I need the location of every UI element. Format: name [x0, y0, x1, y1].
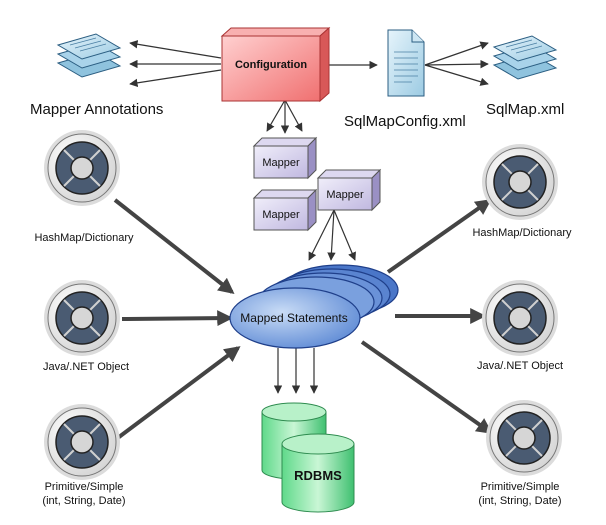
configuration-box: Configuration	[220, 26, 331, 103]
input-object-label: Java/.NET Object	[43, 361, 129, 373]
sqlmapconfig-icon	[387, 29, 425, 97]
input-primitive-label-2: (int, String, Date)	[42, 495, 125, 507]
output-primitive-label-1: Primitive/Simple	[481, 481, 560, 493]
mapper-cube-3: Mapper	[252, 188, 318, 232]
config-connectors	[129, 40, 489, 394]
mapped-statements-label: Mapped Statements	[240, 311, 347, 325]
output-primitive-icon	[486, 400, 562, 476]
input-object-icon	[44, 280, 120, 356]
mapper-2-label: Mapper	[326, 189, 364, 201]
sqlmap-icon	[492, 35, 558, 80]
rdbms-icon	[261, 402, 355, 513]
mapper-annotations-label: Mapper Annotations	[30, 101, 163, 118]
configuration-label: Configuration	[235, 59, 307, 71]
rdbms-label: RDBMS	[294, 468, 342, 483]
output-hashmap-icon	[482, 144, 558, 220]
mapper-cube-1: Mapper	[252, 136, 318, 180]
sqlmap-label: SqlMap.xml	[486, 101, 564, 118]
output-hashmap-label: HashMap/Dictionary	[472, 227, 572, 239]
mapper-cube-2: Mapper	[316, 168, 382, 212]
output-primitive-label-2: (int, String, Date)	[478, 495, 561, 507]
mapper-3-label: Mapper	[262, 209, 300, 221]
input-hashmap-label: HashMap/Dictionary	[34, 232, 134, 244]
input-hashmap-icon	[44, 130, 120, 206]
mapper-annotations-icon	[56, 33, 122, 78]
input-primitive-label-1: Primitive/Simple	[45, 481, 124, 493]
output-object-icon	[482, 280, 558, 356]
mapper-1-label: Mapper	[262, 157, 300, 169]
data-flow-connectors	[113, 198, 493, 442]
sqlmapconfig-label: SqlMapConfig.xml	[344, 113, 466, 130]
mapped-statements	[229, 264, 399, 349]
output-object-label: Java/.NET Object	[477, 360, 563, 372]
input-primitive-icon	[44, 404, 120, 480]
